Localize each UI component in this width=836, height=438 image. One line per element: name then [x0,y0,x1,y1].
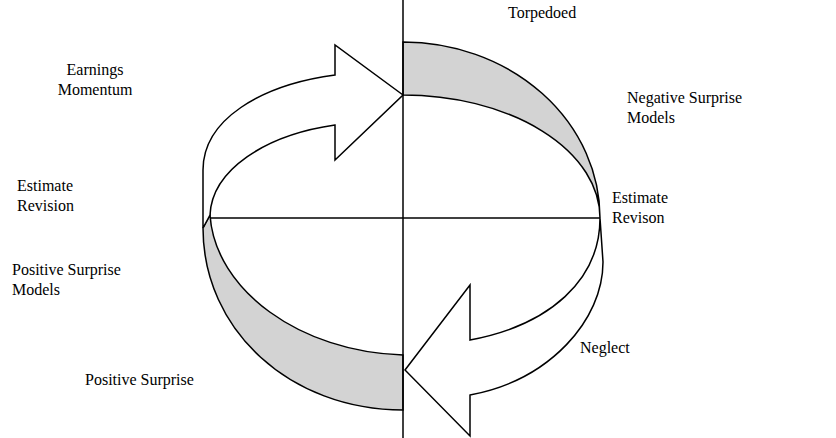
neglect-arrow [405,218,603,436]
stage-label: Torpedoed [508,3,576,23]
positive-surprise-band [203,215,403,410]
model-label: Negative Surprise Models [627,88,757,128]
stage-label: Estimate Revison [612,188,690,228]
stage-label: Positive Surprise [85,370,194,390]
stage-label: Neglect [580,338,630,358]
stage-label: Earnings Momentum [45,60,145,100]
stage-label: Estimate Revision [17,176,95,216]
earnings-momentum-arrow [203,45,403,228]
horizontal-axis [210,217,600,219]
vertical-axis [402,0,404,438]
model-label: Positive Surprise Models [12,260,142,300]
negative-surprise-band [403,42,600,218]
